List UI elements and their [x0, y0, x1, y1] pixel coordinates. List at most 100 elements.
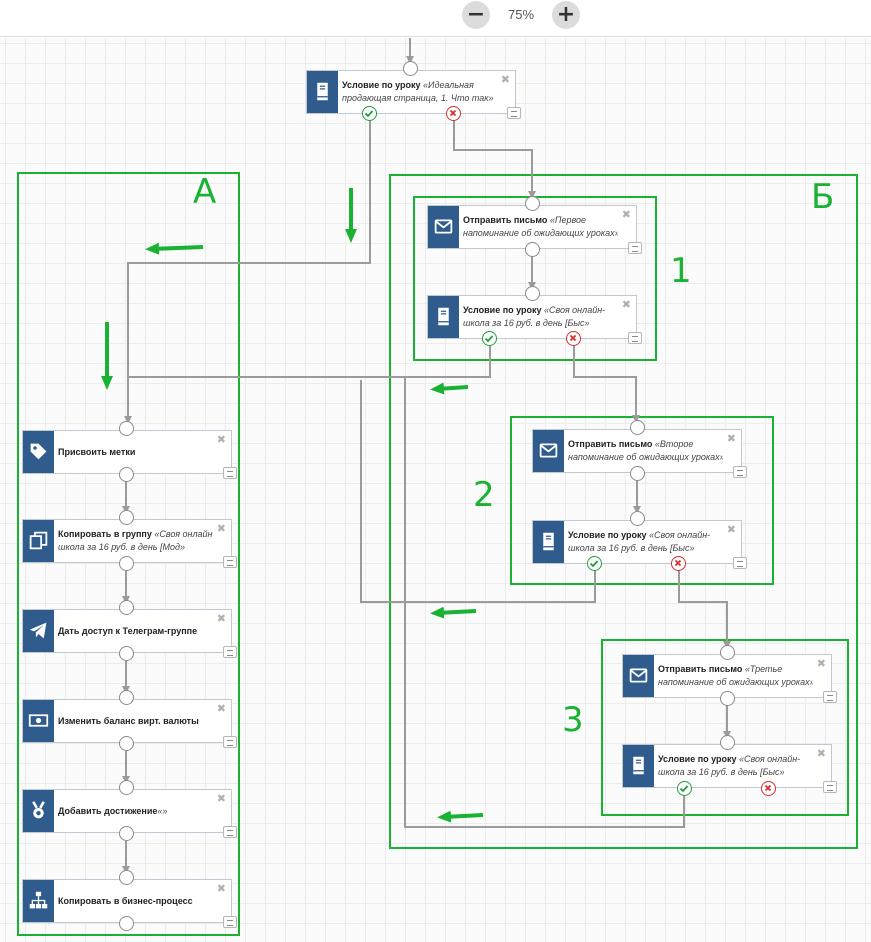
output-port[interactable]: [119, 736, 134, 751]
note-icon[interactable]: [223, 467, 237, 479]
assign-tags-node[interactable]: Присвоить метки ✖: [22, 430, 237, 479]
envelope-icon: [623, 655, 654, 697]
tag-icon: [23, 431, 54, 473]
output-port[interactable]: [720, 691, 735, 706]
note-icon[interactable]: [628, 242, 642, 254]
yes-port[interactable]: [677, 781, 692, 796]
book-icon: [307, 71, 338, 113]
close-icon[interactable]: ✖: [726, 523, 736, 536]
node-text: Изменить баланс вирт. валюты: [58, 716, 199, 726]
close-icon[interactable]: ✖: [816, 657, 826, 670]
input-port[interactable]: [630, 420, 645, 435]
envelope-icon: [533, 430, 564, 472]
node-text: Условие по уроку «Своя онлайн- школа за …: [568, 530, 711, 553]
output-port[interactable]: [119, 916, 134, 931]
lesson-condition-top-node[interactable]: Условие по уроку «Идеальная продающая ст…: [306, 70, 521, 119]
no-port[interactable]: [671, 556, 686, 571]
lesson-condition-1-node[interactable]: Условие по уроку «Своя онлайн- школа за …: [427, 295, 642, 344]
input-port[interactable]: [720, 645, 735, 660]
note-icon[interactable]: [223, 826, 237, 838]
input-port[interactable]: [119, 600, 134, 615]
group-1-label: 1: [670, 251, 692, 291]
close-icon[interactable]: ✖: [216, 702, 226, 715]
note-icon[interactable]: [823, 781, 837, 793]
note-icon[interactable]: [223, 916, 237, 928]
book-icon: [533, 521, 564, 563]
output-port[interactable]: [525, 242, 540, 257]
zoom-in-button[interactable]: +: [552, 1, 580, 29]
node-text: Копировать в группу «Своя онлайн- школа …: [58, 529, 213, 552]
copy-icon: [23, 520, 54, 562]
node-text: Отправить письмо «Первое напоминание об …: [463, 215, 618, 238]
group-b-label: Б: [811, 177, 835, 217]
yes-port[interactable]: [362, 106, 377, 121]
note-icon[interactable]: [507, 107, 521, 119]
zoom-toolbar: − 75% +: [0, 0, 871, 37]
close-icon[interactable]: ✖: [216, 792, 226, 805]
input-port[interactable]: [119, 510, 134, 525]
node-text: Добавить достижение«»: [58, 806, 168, 816]
note-icon[interactable]: [823, 691, 837, 703]
no-port[interactable]: [761, 781, 776, 796]
group-3-label: 3: [562, 700, 584, 740]
note-icon[interactable]: [628, 332, 642, 344]
close-icon[interactable]: ✖: [216, 522, 226, 535]
close-icon[interactable]: ✖: [726, 432, 736, 445]
input-port[interactable]: [119, 780, 134, 795]
input-port[interactable]: [720, 735, 735, 750]
node-text: Отправить письмо «Третье напоминание об …: [658, 664, 813, 687]
close-icon[interactable]: ✖: [216, 433, 226, 446]
book-icon: [428, 296, 459, 338]
group-a-label: А: [193, 172, 217, 212]
change-balance-node[interactable]: Изменить баланс вирт. валюты ✖: [22, 699, 237, 748]
book-icon: [623, 745, 654, 787]
node-text: Дать доступ к Телеграм-группе: [58, 626, 198, 636]
note-icon[interactable]: [223, 556, 237, 568]
lesson-condition-2-node[interactable]: Условие по уроку «Своя онлайн- школа за …: [532, 520, 747, 569]
medal-icon: [23, 790, 54, 832]
money-icon: [23, 700, 54, 742]
telegram-icon: [23, 610, 54, 652]
note-icon[interactable]: [733, 466, 747, 478]
envelope-icon: [428, 206, 459, 248]
node-text: Условие по уроку «Своя онлайн- школа за …: [658, 754, 801, 777]
input-port[interactable]: [525, 196, 540, 211]
yes-port[interactable]: [482, 331, 497, 346]
no-port[interactable]: [566, 331, 581, 346]
send-email-3-node[interactable]: Отправить письмо «Третье напоминание об …: [622, 654, 837, 703]
close-icon[interactable]: ✖: [216, 882, 226, 895]
output-port[interactable]: [119, 646, 134, 661]
node-text: Условие по уроку «Идеальная продающая ст…: [342, 80, 494, 103]
close-icon[interactable]: ✖: [500, 73, 510, 86]
input-port[interactable]: [525, 286, 540, 301]
copy-to-business-process-node[interactable]: Копировать в бизнес-процесс ✖: [22, 879, 237, 928]
input-port[interactable]: [119, 421, 134, 436]
output-port[interactable]: [119, 826, 134, 841]
close-icon[interactable]: ✖: [816, 747, 826, 760]
input-port[interactable]: [403, 61, 418, 76]
close-icon[interactable]: ✖: [621, 208, 631, 221]
yes-port[interactable]: [587, 556, 602, 571]
zoom-level: 75%: [507, 7, 535, 22]
copy-to-group-node[interactable]: Копировать в группу «Своя онлайн- школа …: [22, 519, 237, 568]
output-port[interactable]: [119, 467, 134, 482]
node-text: Копировать в бизнес-процесс: [58, 896, 193, 906]
zoom-out-button[interactable]: −: [462, 1, 490, 29]
close-icon[interactable]: ✖: [621, 298, 631, 311]
group-2-label: 2: [473, 475, 495, 515]
input-port[interactable]: [630, 511, 645, 526]
node-text: Условие по уроку «Своя онлайн- школа за …: [463, 305, 606, 328]
input-port[interactable]: [119, 870, 134, 885]
note-icon[interactable]: [733, 557, 747, 569]
no-port[interactable]: [446, 106, 461, 121]
input-port[interactable]: [119, 690, 134, 705]
send-email-2-node[interactable]: Отправить письмо «Второе напоминание об …: [532, 429, 747, 478]
note-icon[interactable]: [223, 736, 237, 748]
output-port[interactable]: [119, 556, 134, 571]
output-port[interactable]: [630, 466, 645, 481]
hierarchy-icon: [23, 880, 54, 922]
lesson-condition-3-node[interactable]: Условие по уроку «Своя онлайн- школа за …: [622, 744, 837, 793]
close-icon[interactable]: ✖: [216, 612, 226, 625]
node-text: Присвоить метки: [58, 447, 136, 457]
note-icon[interactable]: [223, 646, 237, 658]
